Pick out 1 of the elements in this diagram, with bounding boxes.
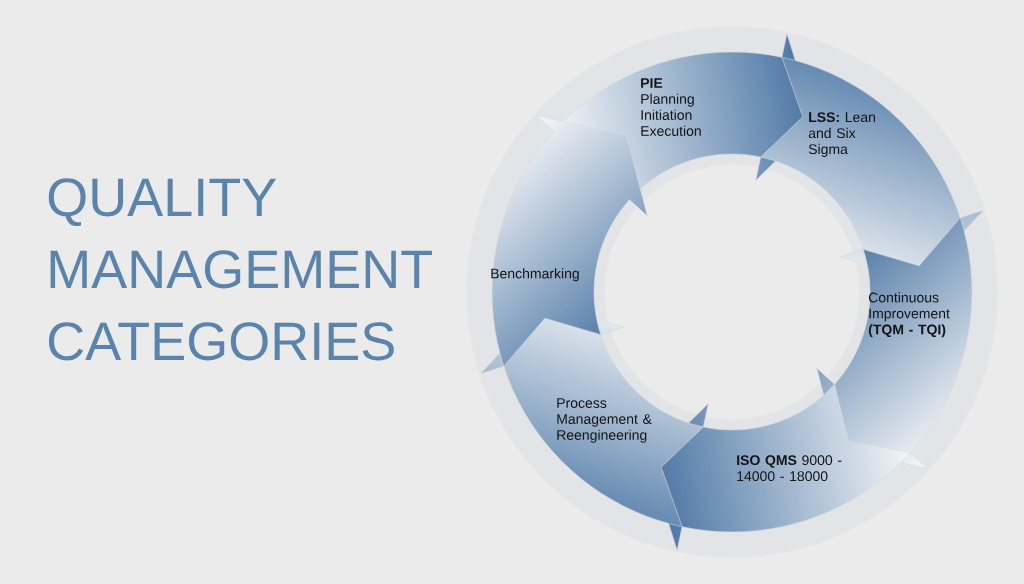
- title: QUALITY MANAGEMENT CATEGORIES: [48, 178, 432, 361]
